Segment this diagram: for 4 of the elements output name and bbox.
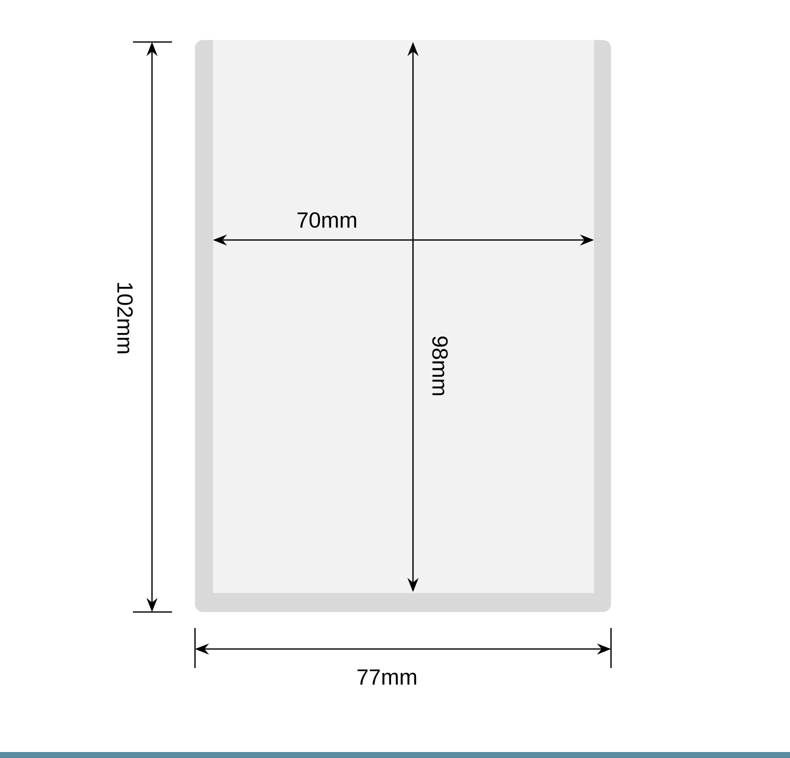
- dimension-label: 70mm: [298, 212, 356, 228]
- dimension-label: 77mm: [358, 669, 416, 685]
- dimension-label: 102mm: [117, 283, 133, 354]
- dimension-label: 98mm: [432, 336, 448, 396]
